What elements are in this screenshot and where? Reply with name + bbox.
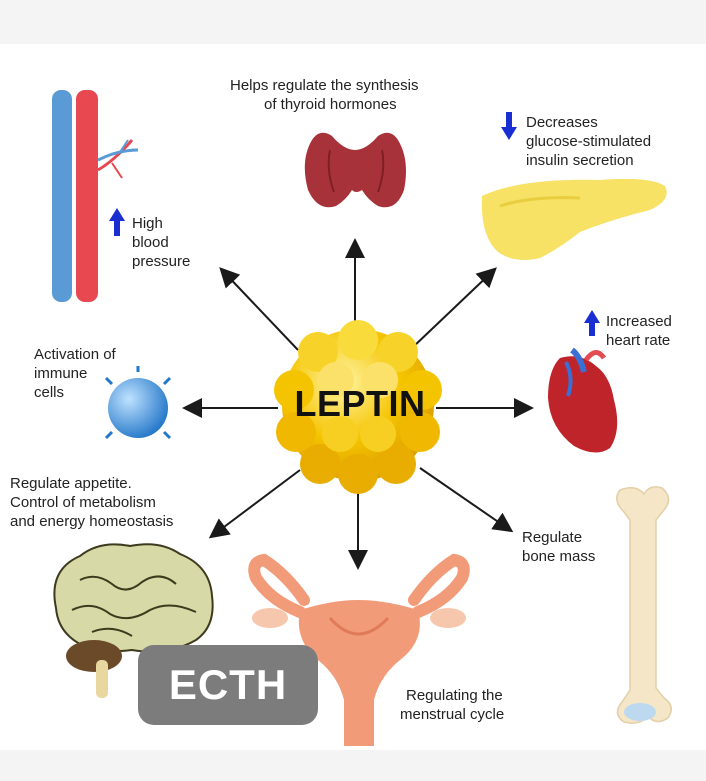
- bone-label-line: bone mass: [522, 548, 596, 565]
- leptin-title: LEPTIN: [294, 383, 426, 424]
- uterus-label-line: menstrual cycle: [400, 706, 505, 723]
- immune-label-line: Activation of: [34, 346, 116, 363]
- heart-rate-label-line: heart rate: [606, 332, 671, 349]
- brain-label-line: and energy homeostasis: [10, 513, 174, 530]
- pancreas-label-line: insulin secretion: [526, 152, 634, 169]
- arrow-group: [182, 238, 534, 570]
- uterus-label-line: Regulating the: [406, 687, 503, 704]
- arrow-to-blood-vessels: [219, 267, 299, 351]
- brain-label: Regulate appetite. Control of metabolism…: [10, 474, 173, 531]
- bone-label: Regulate bone mass: [522, 528, 595, 566]
- uterus-icon: [248, 553, 470, 746]
- blood-pressure-label-line: blood: [132, 234, 169, 251]
- uterus-label: Regulating the menstrual cycle: [400, 686, 504, 724]
- down-arrow-icon: [501, 112, 517, 140]
- watermark-badge: ECTH: [138, 645, 318, 725]
- brain-label-line: Control of metabolism: [10, 494, 156, 511]
- bone-label-line: Regulate: [522, 529, 583, 546]
- arrow-to-brain: [208, 469, 301, 539]
- pancreas-label-line: glucose-stimulated: [526, 133, 652, 150]
- brain-icon: [53, 543, 214, 698]
- up-arrow-icon: [584, 310, 600, 336]
- brain-label-line: Regulate appetite.: [10, 475, 132, 492]
- blood-vessel-icon: [52, 90, 139, 302]
- heart-rate-label-line: Increased: [606, 313, 672, 330]
- immune-label-line: cells: [34, 384, 65, 401]
- arrow-to-bone: [419, 467, 514, 533]
- thyroid-label-line: Helps regulate the synthesis: [230, 77, 419, 94]
- up-arrow-icon: [109, 208, 125, 236]
- blood-pressure-label-line: pressure: [132, 253, 191, 270]
- pancreas-label-line: Decreases: [526, 114, 598, 131]
- pancreas-label: Decreases glucose-stimulated insulin sec…: [526, 113, 651, 170]
- thyroid-label: Helps regulate the synthesis of thyroid …: [230, 76, 418, 114]
- thyroid-icon: [304, 132, 406, 208]
- leptin-molecule-icon: [274, 320, 442, 494]
- blood-pressure-label: High blood pressure: [132, 214, 190, 271]
- thyroid-label-line: of thyroid hormones: [264, 96, 397, 113]
- arrow-to-pancreas: [411, 267, 497, 349]
- blood-pressure-label-line: High: [132, 215, 163, 232]
- immune-label: Activation of immune cells: [34, 345, 116, 402]
- heart-icon: [548, 347, 618, 453]
- immune-label-line: immune: [34, 365, 88, 382]
- pancreas-icon: [481, 178, 667, 260]
- heart-rate-label: Increased heart rate: [606, 312, 672, 350]
- bone-icon: [616, 486, 672, 724]
- immune-cell-icon: [104, 366, 172, 440]
